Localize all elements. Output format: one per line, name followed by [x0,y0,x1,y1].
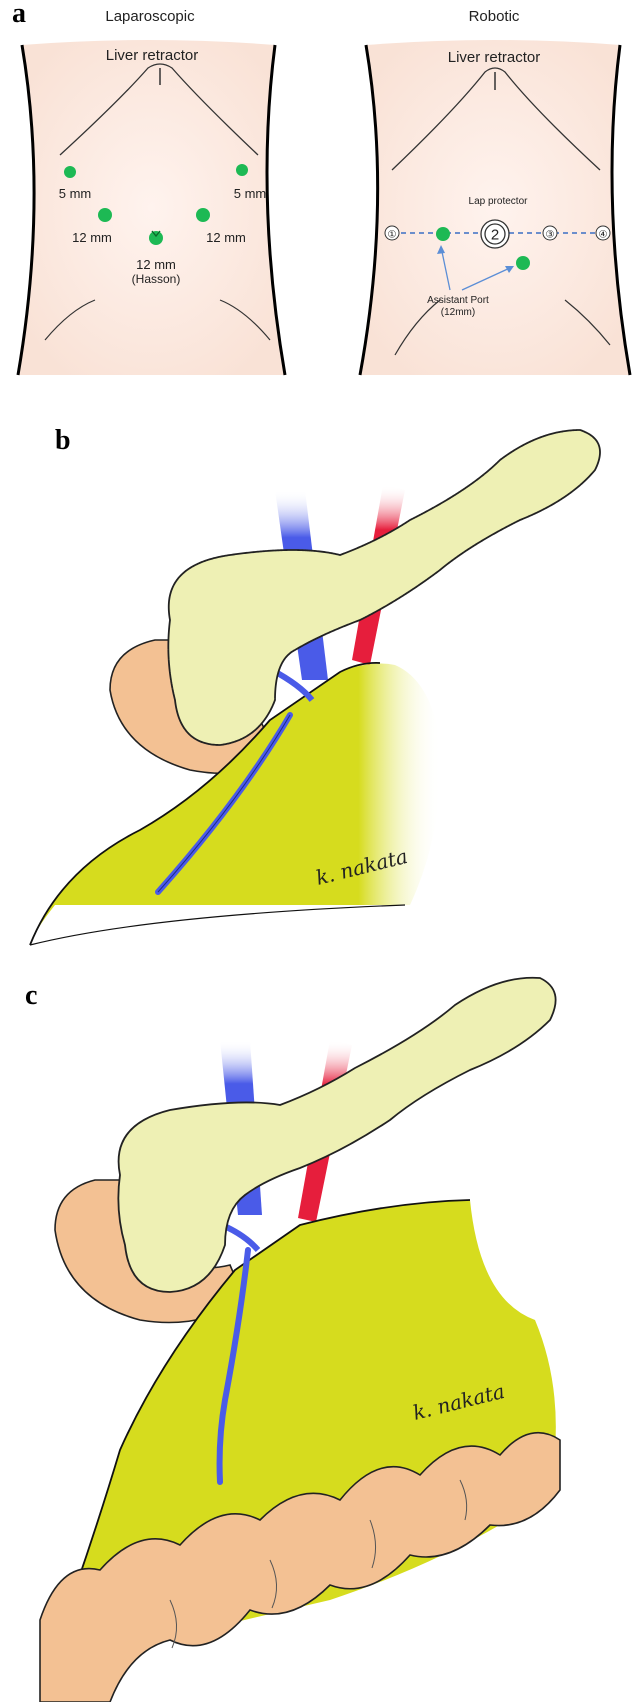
panel-b-illustration: k. nakata [30,430,600,945]
robotic-assistant-port-marker-2 [516,256,530,270]
port-label-5mm-right: 5 mm [234,186,267,201]
robotic-skin [360,40,630,375]
b-stomach-bottom [30,905,405,945]
port-label-12mm-umbilical: 12 mm [136,257,176,272]
laparoscopic-torso: Liver retractor 5 mm 5 mm 12 mm 12 mm 12… [18,40,285,375]
robotic-arm-2-label: 2 [491,227,499,244]
panel-b-letter: b [55,425,71,457]
assistant-port-size-label: (12mm) [441,307,475,318]
robotic-liver-retractor-label: Liver retractor [448,49,541,66]
panel-c-illustration: k. nakata [40,978,560,1702]
robotic-torso: Liver retractor Lap protector ① 2 ③ ④ As… [360,40,630,375]
port-label-5mm-left: 5 mm [59,186,92,201]
c-vein-branch [222,1225,258,1250]
robotic-arm-1-label: ① [388,230,397,241]
laparoscopic-skin [18,40,285,375]
port-marker-5mm-right [236,164,248,176]
robotic-arm-4-label: ④ [599,230,608,241]
lap-protector-label: Lap protector [469,196,529,207]
port-sublabel-hasson: (Hasson) [132,272,181,286]
robotic-assistant-port-marker-1 [436,227,450,241]
port-marker-12mm-right [196,208,210,222]
panel-c-letter: c [25,980,37,1012]
assistant-port-label: Assistant Port [427,295,489,306]
port-marker-12mm-umbilical [149,231,163,245]
port-marker-12mm-left [98,208,112,222]
laparoscopic-liver-retractor-label: Liver retractor [106,47,199,64]
port-label-12mm-right: 12 mm [206,230,246,245]
robotic-arm-3-label: ③ [546,230,555,241]
port-label-12mm-left: 12 mm [72,230,112,245]
port-marker-5mm-left [64,166,76,178]
